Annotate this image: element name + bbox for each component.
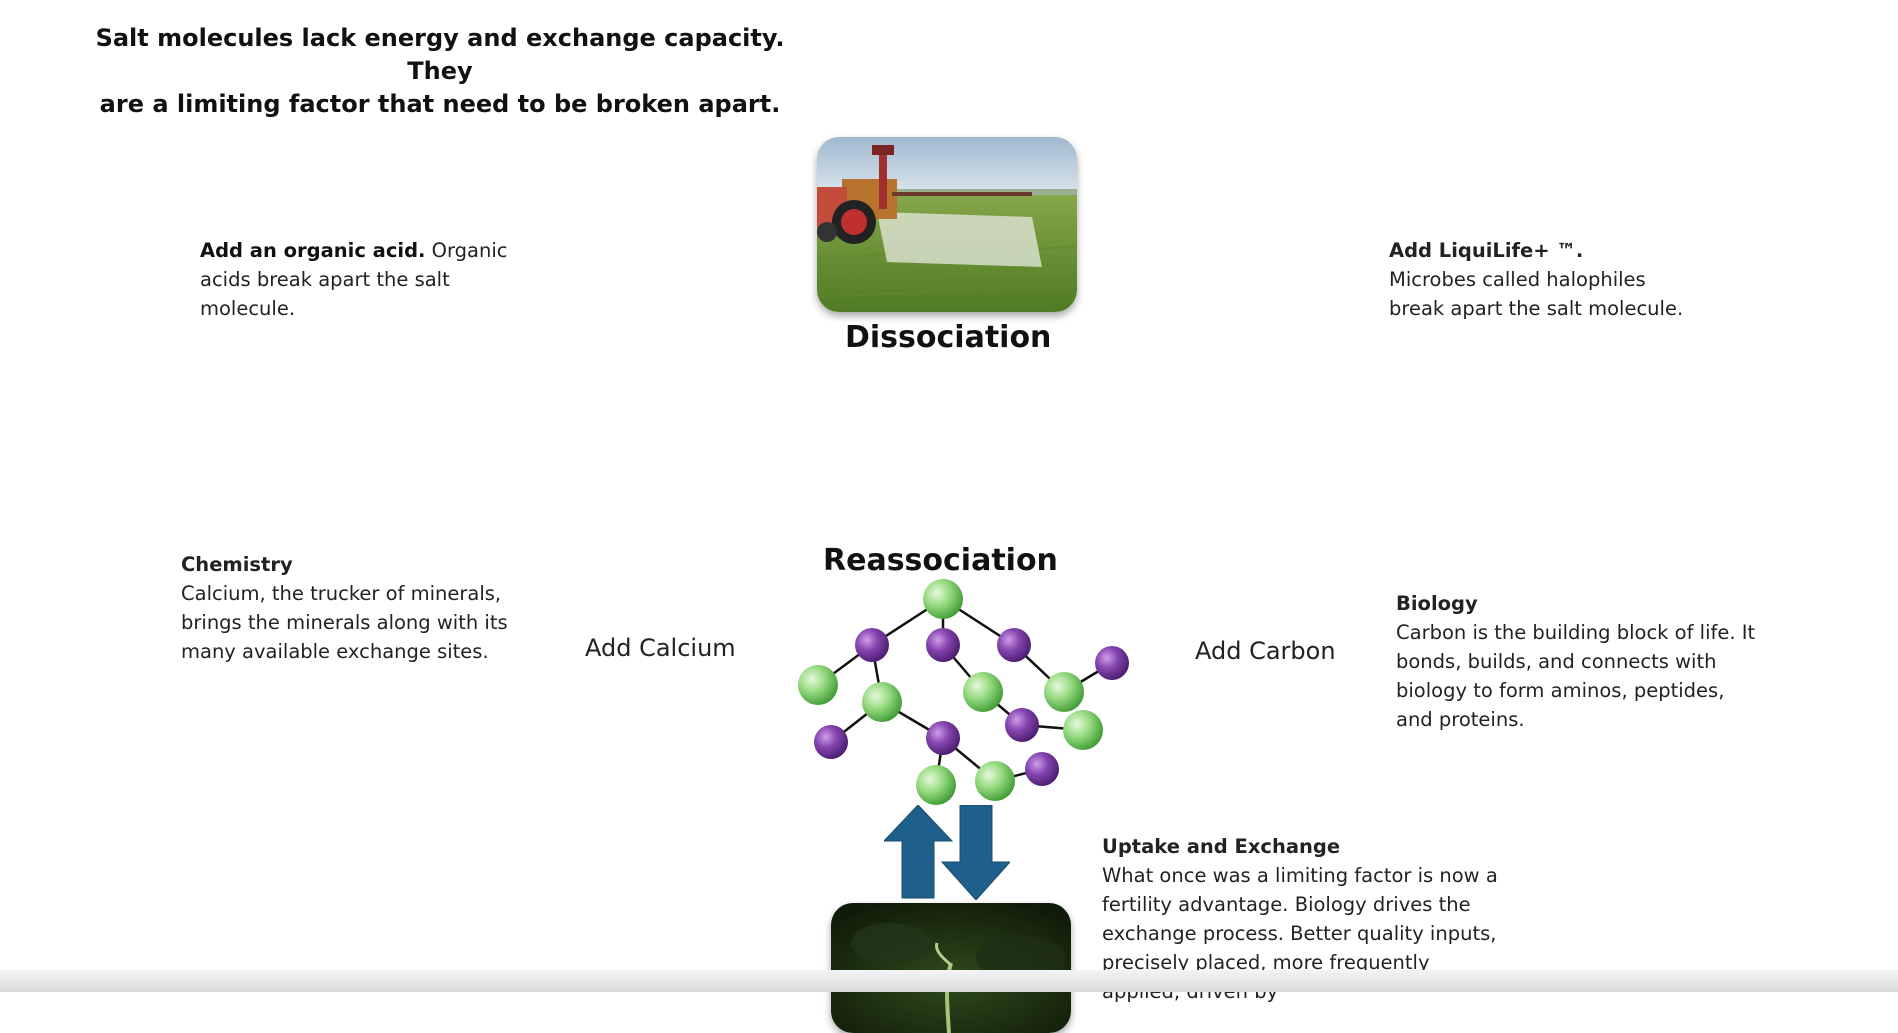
- organic-acid-note: Add an organic acid. Organic acids break…: [200, 236, 540, 323]
- bottom-edge-band: [0, 970, 1898, 992]
- biology-note: Biology Carbon is the building block of …: [1396, 589, 1756, 734]
- biology-heading: Biology: [1396, 592, 1478, 615]
- purple-atom: [997, 628, 1031, 662]
- headline: Salt molecules lack energy and exchange …: [70, 22, 810, 121]
- uptake-heading: Uptake and Exchange: [1102, 835, 1341, 858]
- add-carbon-label: Add Carbon: [1195, 637, 1336, 665]
- purple-atom: [1095, 646, 1129, 680]
- green-atom: [1044, 672, 1084, 712]
- green-atom: [1063, 710, 1103, 750]
- liquilife-note: Add LiquiLife+ ™. Microbes called haloph…: [1389, 236, 1699, 323]
- molecule-atoms: [798, 579, 1129, 805]
- reassociation-title: Reassociation: [823, 543, 1058, 578]
- chemistry-note: Chemistry Calcium, the trucker of minera…: [181, 550, 541, 666]
- purple-atom: [855, 628, 889, 662]
- purple-atom: [814, 725, 848, 759]
- dissociation-title: Dissociation: [845, 320, 1052, 355]
- green-atom: [963, 672, 1003, 712]
- plant-image: [831, 903, 1071, 1033]
- up-arrow-icon: [884, 805, 954, 899]
- chemistry-text: Calcium, the trucker of minerals, brings…: [181, 582, 508, 663]
- green-atom: [975, 761, 1015, 801]
- headline-line-2: are a limiting factor that need to be br…: [99, 90, 781, 118]
- add-calcium-label: Add Calcium: [585, 634, 736, 662]
- chemistry-heading: Chemistry: [181, 553, 293, 576]
- green-atom: [916, 765, 956, 805]
- purple-atom: [1025, 752, 1059, 786]
- purple-atom: [926, 628, 960, 662]
- down-arrow-icon: [940, 805, 1010, 900]
- tractor-spraying-image: [817, 137, 1077, 312]
- purple-atom: [1005, 708, 1039, 742]
- organic-acid-text: Organic acids break apart the salt molec…: [200, 239, 508, 320]
- organic-acid-heading: Add an organic acid.: [200, 239, 426, 262]
- plant-photo: [831, 903, 1071, 1033]
- biology-text: Carbon is the building block of life. It…: [1396, 621, 1756, 731]
- uptake-note: Uptake and Exchange What once was a limi…: [1102, 832, 1502, 1006]
- green-atom: [923, 579, 963, 619]
- green-atom: [862, 682, 902, 722]
- purple-atom: [926, 721, 960, 755]
- uptake-text: What once was a limiting factor is now a…: [1102, 864, 1498, 1003]
- tractor-spraying-photo: [817, 137, 1077, 312]
- liquilife-text: Microbes called halophiles break apart t…: [1389, 268, 1684, 320]
- headline-line-1: Salt molecules lack energy and exchange …: [95, 24, 785, 85]
- molecule-network: [798, 579, 1129, 805]
- liquilife-heading: Add LiquiLife+ ™.: [1389, 239, 1584, 262]
- green-atom: [798, 665, 838, 705]
- exchange-arrows-icon: [884, 805, 1010, 900]
